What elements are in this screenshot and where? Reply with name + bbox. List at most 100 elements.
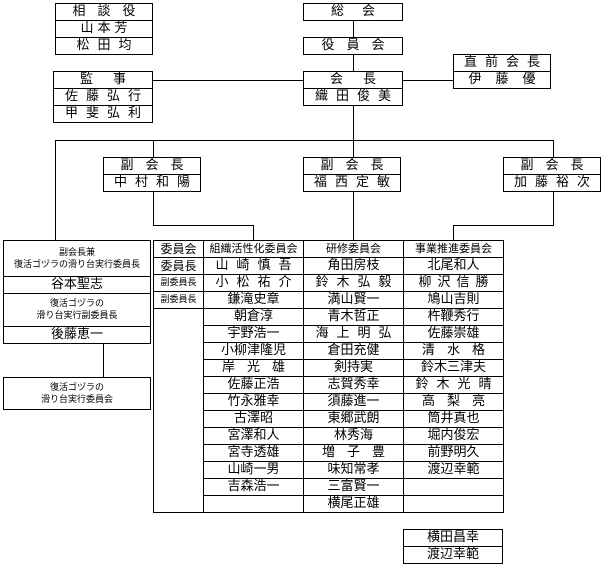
member-name: 吉森浩一 bbox=[204, 479, 304, 496]
slide-project-vice-chair-name: 後藤恵一 bbox=[4, 326, 150, 343]
auditor-name: 佐藤弘行 bbox=[54, 88, 152, 105]
member-name: 鎌滝史章 bbox=[204, 292, 304, 309]
member-name: 倉田充健 bbox=[304, 343, 404, 360]
connector-line bbox=[353, 21, 354, 37]
connector-line bbox=[353, 106, 354, 140]
member-name: 剣持実 bbox=[304, 360, 404, 377]
connector-line bbox=[153, 225, 254, 226]
additional-member-name: 渡辺幸範 bbox=[404, 546, 502, 563]
advisor-name: 松田均 bbox=[56, 37, 152, 54]
member-name: 横尾正雄 bbox=[304, 496, 404, 513]
committee-name-header: 組織活性化委員会 bbox=[204, 241, 304, 258]
connector-line bbox=[403, 80, 453, 81]
slide-project-chair-name: 谷本聖志 bbox=[4, 276, 150, 293]
empty-member-cell bbox=[204, 496, 304, 513]
auditor-name: 甲斐弘利 bbox=[54, 105, 152, 122]
member-name: 宮寺透雄 bbox=[204, 445, 304, 462]
member-name: 渡辺幸範 bbox=[404, 462, 504, 479]
general-assembly-box: 総会 bbox=[303, 3, 403, 21]
member-name: 竹永雅幸 bbox=[204, 394, 304, 411]
member-name: 青木哲正 bbox=[304, 309, 404, 326]
slide-project-chair-title-line1: 副会長兼 bbox=[58, 247, 95, 258]
connector-line bbox=[553, 192, 554, 225]
connector-line bbox=[55, 140, 56, 240]
member-name: 柳沢信勝 bbox=[404, 275, 504, 292]
vice-president-box: 副会長 加藤裕次 bbox=[503, 157, 601, 192]
vice-chair-role-label: 副委員長 bbox=[154, 275, 204, 292]
member-name: 満山賢一 bbox=[304, 292, 404, 309]
member-name: 古澤昭 bbox=[204, 411, 304, 428]
additional-members-box: 横田昌幸 渡辺幸範 bbox=[403, 529, 503, 564]
member-name: 宮澤和人 bbox=[204, 428, 304, 445]
connector-line bbox=[103, 344, 104, 377]
vice-president-box: 副会長 中村和陽 bbox=[103, 157, 201, 192]
vice-chair-role-label: 副委員長 bbox=[154, 292, 204, 309]
advisor-name: 山本芳 bbox=[56, 20, 152, 37]
member-name: 筒井真也 bbox=[404, 411, 504, 428]
member-name: 山崎一男 bbox=[204, 462, 304, 479]
former-president-name: 伊藤優 bbox=[454, 71, 550, 88]
empty-member-cell bbox=[404, 479, 504, 496]
empty-member-cell bbox=[404, 496, 504, 513]
member-name: 鈴木三津夫 bbox=[404, 360, 504, 377]
chair-role-label: 委員長 bbox=[154, 258, 204, 275]
member-name: 岸光雄 bbox=[204, 360, 304, 377]
connector-line bbox=[153, 192, 154, 225]
member-name: 高梨亮 bbox=[404, 394, 504, 411]
connector-line bbox=[453, 225, 554, 226]
connector-line bbox=[153, 140, 154, 157]
committee-table: 委員会組織活性化委員会研修委員会事業推進委員会委員長副委員長副委員長山崎慎吾小松… bbox=[153, 240, 504, 513]
president-box: 会長 織田俊美 bbox=[303, 71, 403, 106]
additional-member-name: 横田昌幸 bbox=[426, 530, 479, 545]
vice-president-title: 副会長 bbox=[120, 158, 196, 173]
member-name: 北尾和人 bbox=[404, 258, 504, 275]
president-title: 会長 bbox=[329, 72, 396, 87]
board-title: 役員会 bbox=[321, 38, 397, 53]
role-column-blank bbox=[154, 309, 204, 513]
member-name: 宇野浩一 bbox=[204, 326, 304, 343]
connector-line bbox=[253, 225, 254, 240]
member-name: 三富賢一 bbox=[304, 479, 404, 496]
slide-project-committee-line2: 滑り台実行委員会 bbox=[40, 394, 113, 405]
board-box: 役員会 bbox=[303, 37, 403, 55]
connector-line bbox=[153, 80, 303, 81]
member-name: 小柳津隆児 bbox=[204, 343, 304, 360]
connector-line bbox=[553, 140, 554, 157]
slide-project-chair-title: 副会長兼 復活ゴヅラの滑り台実行委員長 bbox=[4, 241, 150, 276]
connector-line bbox=[353, 140, 354, 157]
member-name: 鈴木光晴 bbox=[404, 377, 504, 394]
slide-project-leaders-box: 副会長兼 復活ゴヅラの滑り台実行委員長 谷本聖志 復活ゴヅラの 滑り台実行副委員… bbox=[3, 240, 151, 344]
committee-label-header: 委員会 bbox=[154, 241, 204, 258]
general-assembly-title: 総会 bbox=[330, 4, 393, 19]
member-name: 海上明弘 bbox=[304, 326, 404, 343]
slide-project-committee-line1: 復活ゴヅラの bbox=[49, 382, 104, 393]
vice-president-title: 副会長 bbox=[520, 158, 596, 173]
advisors-box: 相談役 山本芳 松田均 bbox=[55, 3, 153, 55]
vice-president-box: 副会長 福西定敏 bbox=[303, 157, 401, 192]
slide-project-vice-chair-title-line1: 復活ゴヅラの bbox=[49, 299, 104, 309]
member-name: 山崎慎吾 bbox=[204, 258, 304, 275]
former-president-title: 直前会長 bbox=[463, 55, 548, 70]
committee-name-header: 研修委員会 bbox=[304, 241, 404, 258]
member-name: 角田房枝 bbox=[304, 258, 404, 275]
vice-president-name: 中村和陽 bbox=[104, 174, 200, 191]
member-name: 林秀海 bbox=[304, 428, 404, 445]
member-name: 東郷武朗 bbox=[304, 411, 404, 428]
connector-line bbox=[453, 225, 454, 240]
member-name: 前野明久 bbox=[404, 445, 504, 462]
auditors-title: 監事 bbox=[79, 72, 146, 87]
former-president-box: 直前会長 伊藤優 bbox=[453, 54, 551, 89]
slide-project-committee-box: 復活ゴヅラの 滑り台実行委員会 bbox=[3, 377, 151, 410]
member-name: 須藤進一 bbox=[304, 394, 404, 411]
connector-line bbox=[55, 140, 554, 141]
committee-name-header: 事業推進委員会 bbox=[404, 241, 504, 258]
slide-project-vice-chair-title: 復活ゴヅラの 滑り台実行副委員長 bbox=[4, 293, 150, 326]
member-name: 味知常孝 bbox=[304, 462, 404, 479]
connector-line bbox=[353, 192, 354, 240]
member-name: 堀内俊宏 bbox=[404, 428, 504, 445]
member-name: 鳩山吉則 bbox=[404, 292, 504, 309]
member-name: 朝倉淳 bbox=[204, 309, 304, 326]
vice-president-title: 副会長 bbox=[320, 158, 396, 173]
slide-project-chair-title-line2: 復活ゴヅラの滑り台実行委員長 bbox=[13, 259, 140, 270]
